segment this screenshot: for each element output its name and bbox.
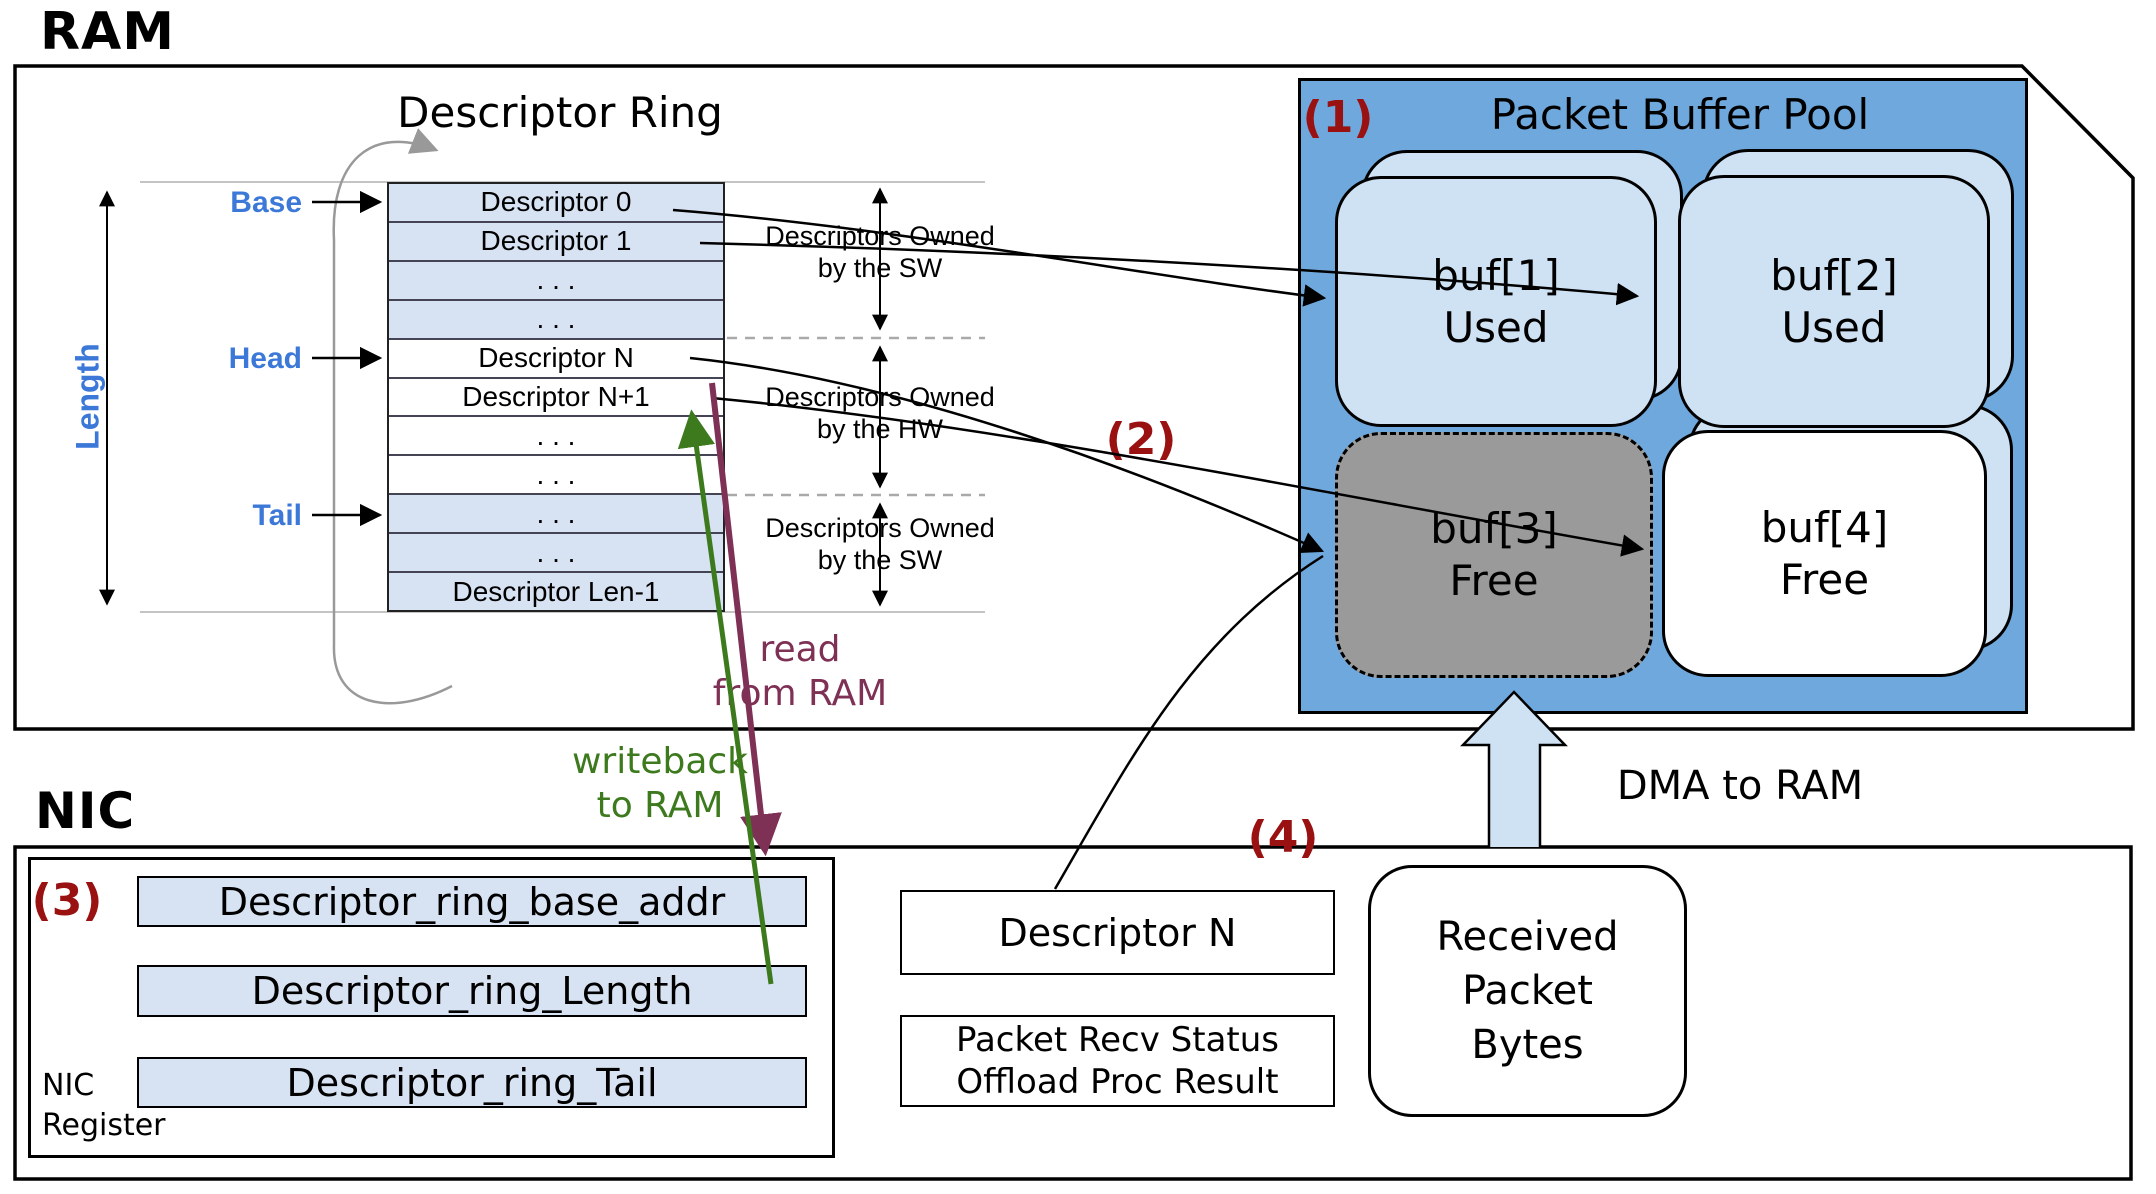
register-descriptor-ring-length: Descriptor_ring_Length bbox=[137, 965, 807, 1017]
step-2-label: (2) bbox=[1105, 413, 1177, 465]
nic-register-caption: NIC Register bbox=[42, 1068, 166, 1143]
register-descriptor-ring-tail: Descriptor_ring_Tail bbox=[137, 1057, 807, 1108]
ownership-label-sw-bottom: Descriptors Owned by the SW bbox=[765, 513, 995, 575]
ownership-label-sw-top: Descriptors Owned by the SW bbox=[765, 221, 995, 283]
packet-recv-status-box: Packet Recv Status Offload Proc Result bbox=[900, 1015, 1335, 1107]
step-1-label: (1) bbox=[1302, 91, 1374, 143]
dma-to-ram-label: DMA to RAM bbox=[1616, 763, 1864, 809]
ring-row-ellipsis: . . . bbox=[389, 415, 723, 455]
step-3-label: (3) bbox=[31, 874, 103, 926]
read-from-ram-label: read from RAM bbox=[712, 629, 888, 714]
ring-row-ellipsis: . . . bbox=[389, 493, 723, 533]
ring-row-ellipsis: . . . bbox=[389, 298, 723, 338]
received-packet-bytes-box: Received Packet Bytes bbox=[1368, 865, 1687, 1117]
buf3-name: buf[3] bbox=[1430, 504, 1558, 553]
buf2-name: buf[2] bbox=[1770, 250, 1898, 300]
ring-row-ellipsis: . . . bbox=[389, 259, 723, 299]
register-descriptor-ring-base-addr: Descriptor_ring_base_addr bbox=[137, 876, 807, 927]
buf2-state: Used bbox=[1781, 302, 1887, 352]
buffer-buf4: buf[4] Free bbox=[1662, 430, 1987, 677]
buffer-buf1: buf[1] Used bbox=[1335, 176, 1657, 427]
length-label: Length bbox=[69, 343, 106, 450]
ring-row-descriptor-1: Descriptor 1 bbox=[389, 220, 723, 260]
ring-row-ellipsis: . . . bbox=[389, 454, 723, 494]
buf1-name: buf[1] bbox=[1432, 250, 1560, 300]
ring-row-descriptor-n: Descriptor N bbox=[389, 337, 723, 377]
tail-pointer-label: Tail bbox=[252, 499, 302, 532]
ring-row-descriptor-n1: Descriptor N+1 bbox=[389, 376, 723, 416]
buf4-name: buf[4] bbox=[1760, 502, 1889, 552]
descriptor-ring-title: Descriptor Ring bbox=[397, 87, 723, 137]
ram-title: RAM bbox=[40, 2, 176, 62]
descriptor-ring-table: Descriptor 0 Descriptor 1 . . . . . . De… bbox=[387, 182, 725, 612]
buf4-state: Free bbox=[1779, 554, 1870, 604]
ring-row-descriptor-len1: Descriptor Len-1 bbox=[389, 571, 723, 610]
step-4-label: (4) bbox=[1247, 811, 1319, 863]
descriptor-n-copy-box: Descriptor N bbox=[900, 890, 1335, 975]
nic-title: NIC bbox=[35, 782, 136, 840]
packet-buffer-pool-title: Packet Buffer Pool bbox=[1490, 89, 1870, 139]
buffer-buf2: buf[2] Used bbox=[1678, 175, 1990, 428]
ring-row-descriptor-0: Descriptor 0 bbox=[389, 184, 723, 221]
writeback-to-ram-label: writeback to RAM bbox=[571, 741, 749, 826]
ring-row-ellipsis: . . . bbox=[389, 532, 723, 572]
buf1-state: Used bbox=[1443, 302, 1549, 352]
buf3-state: Free bbox=[1449, 556, 1539, 605]
ownership-label-hw: Descriptors Owned by the HW bbox=[765, 382, 995, 444]
base-pointer-label: Base bbox=[230, 186, 302, 219]
dma-to-ram-arrow bbox=[1460, 690, 1568, 847]
buffer-buf3: buf[3] Free bbox=[1335, 432, 1653, 678]
head-pointer-label: Head bbox=[228, 342, 302, 375]
